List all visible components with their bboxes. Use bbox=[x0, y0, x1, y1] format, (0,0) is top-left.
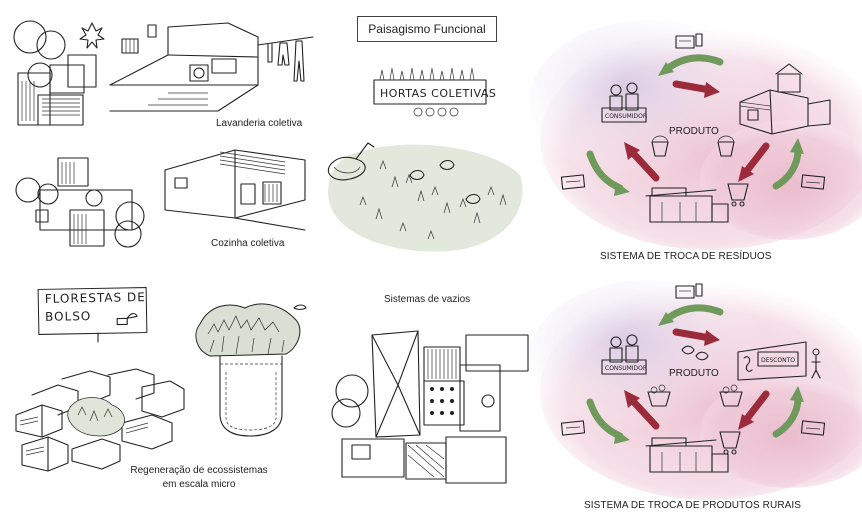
green-arrow-right bbox=[772, 146, 802, 190]
produce-basket-left bbox=[647, 384, 671, 407]
market-stall-icon bbox=[645, 187, 729, 223]
diagram-top: CONSUMIDOR PRODUTO bbox=[560, 33, 831, 223]
pocket-forest-sketch bbox=[195, 303, 307, 437]
florestas-sign-line-2: BOLSO bbox=[44, 309, 92, 324]
discount-sign: DESCONTO bbox=[761, 357, 795, 364]
caption-sistemas-vazios: Sistemas de vazios bbox=[384, 294, 471, 305]
market-stall-icon-bottom bbox=[645, 437, 729, 473]
florestas-sign: FLORESTAS DE BOLSO bbox=[37, 287, 148, 335]
red-arrow-right-b bbox=[672, 328, 714, 342]
product-label-bottom: PRODUTO bbox=[669, 368, 719, 379]
cozinha-perspective-sketch bbox=[164, 149, 306, 231]
ticket-icon-top-b bbox=[675, 283, 703, 299]
houses-icon bbox=[739, 63, 831, 135]
ticket-icon-right bbox=[800, 174, 826, 190]
ticket-icon-left bbox=[560, 174, 586, 190]
discount-shop-icon bbox=[737, 341, 821, 381]
ticket-icon-left-b bbox=[560, 420, 586, 436]
garden-wash-sketch bbox=[327, 142, 523, 252]
urban-blocks-sketch bbox=[15, 368, 185, 472]
red-arrow-diag-right-b bbox=[742, 390, 770, 424]
ticket-icon-top bbox=[675, 33, 703, 49]
caption-regeneracao-2: em escala micro bbox=[162, 479, 236, 490]
consumer-sign-bottom: CONSUMIDOR bbox=[605, 365, 647, 372]
red-arrow-right bbox=[672, 80, 714, 94]
consumer-figures-icon-bottom bbox=[601, 334, 647, 375]
consumer-sign: CONSUMIDOR bbox=[605, 113, 647, 120]
product-label-top: PRODUTO bbox=[669, 126, 719, 137]
florestas-sign-stake bbox=[97, 332, 99, 343]
produce-icon-center bbox=[681, 345, 709, 361]
vazios-plan-sketch bbox=[331, 330, 529, 484]
cart-icon-bottom bbox=[719, 431, 741, 455]
ticket-icon-right-b bbox=[800, 420, 826, 436]
cart-icon bbox=[727, 183, 749, 207]
red-arrow-diag-left bbox=[628, 148, 660, 182]
hortas-label: HORTAS COLETIVAS bbox=[380, 87, 496, 100]
red-arrow-diag-right bbox=[742, 142, 770, 176]
cozinha-plan-sketch bbox=[15, 157, 145, 248]
waste-bucket-icon-left bbox=[651, 135, 669, 157]
green-arrow-right-b bbox=[772, 394, 802, 438]
caption-lavanderia: Lavanderia coletiva bbox=[216, 118, 303, 129]
green-arrow-left bbox=[586, 150, 624, 192]
lavanderia-plan-sketch bbox=[13, 20, 105, 126]
consumer-figures-icon bbox=[601, 82, 647, 123]
diagram-bottom-title: SISTEMA DE TROCA DE PRODUTOS RURAIS bbox=[584, 500, 802, 511]
lavanderia-perspective-sketch bbox=[109, 22, 314, 112]
waste-bucket-icon-right bbox=[717, 135, 735, 157]
green-arrow-left-b bbox=[586, 398, 624, 440]
diagram-top-title: SISTEMA DE TROCA DE RESÍDUOS bbox=[600, 251, 772, 262]
hortas-coletivas-sketch: HORTAS COLETIVAS bbox=[373, 67, 496, 117]
red-arrow-diag-left-b bbox=[628, 396, 660, 430]
caption-regeneracao-1: Regeneração de ecossistemas bbox=[130, 465, 268, 476]
sapling-icon bbox=[116, 312, 138, 326]
florestas-sign-line-1: FLORESTAS DE bbox=[44, 290, 146, 306]
green-arrow-top-b bbox=[662, 304, 724, 324]
diagram-bottom: CONSUMIDOR DESCONTO PRODUTO bbox=[560, 283, 826, 473]
paisagismo-title: Paisagismo Funcional bbox=[357, 16, 497, 42]
caption-cozinha: Cozinha coletiva bbox=[211, 238, 285, 249]
green-arrow-top bbox=[662, 54, 724, 74]
produce-basket-right bbox=[719, 384, 743, 407]
